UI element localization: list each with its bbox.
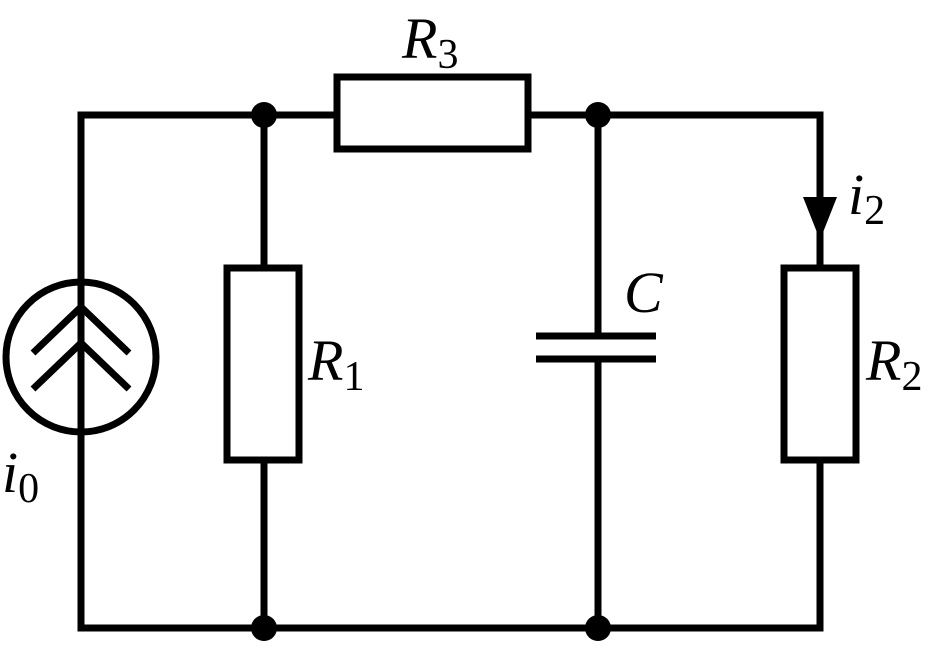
label-r3-subscript: 3 bbox=[437, 32, 458, 78]
label-r1: R1 bbox=[307, 328, 364, 400]
label-r2: R2 bbox=[865, 328, 922, 400]
label-i0: i0 bbox=[2, 440, 39, 512]
wires bbox=[77, 111, 824, 632]
current-source-chevron-upper bbox=[30, 302, 132, 356]
label-r2-subscript: 2 bbox=[901, 354, 922, 400]
resistor-r2 bbox=[780, 264, 860, 464]
label-c: C bbox=[624, 260, 664, 325]
label-i2: i2 bbox=[848, 162, 885, 234]
resistor-r3 bbox=[333, 73, 532, 153]
label-r2-symbol: R bbox=[865, 328, 901, 393]
junction-nodes bbox=[251, 102, 611, 641]
junction-node-top-left bbox=[251, 102, 277, 128]
bottom-wire bbox=[77, 432, 824, 632]
junction-node-bottom-left bbox=[251, 615, 277, 641]
label-i0-symbol: i bbox=[2, 440, 18, 505]
label-i0-subscript: 0 bbox=[18, 466, 39, 512]
label-r3: R3 bbox=[401, 6, 458, 78]
capacitor-c bbox=[536, 332, 656, 363]
current-source-chevron-lower bbox=[30, 338, 132, 392]
junction-node-top-right bbox=[585, 102, 611, 128]
current-source-i0 bbox=[2, 278, 160, 436]
top-wire-right bbox=[528, 111, 824, 268]
label-r3-symbol: R bbox=[401, 6, 437, 71]
junction-node-bottom-right bbox=[585, 615, 611, 641]
label-r1-subscript: 1 bbox=[343, 354, 364, 400]
label-i2-subscript: 2 bbox=[864, 188, 885, 234]
label-i2-symbol: i bbox=[848, 162, 864, 227]
label-r1-symbol: R bbox=[307, 328, 343, 393]
current-arrow-i2 bbox=[803, 197, 837, 240]
resistor-r1 bbox=[223, 264, 303, 464]
top-wire-left bbox=[77, 111, 337, 283]
label-c-symbol: C bbox=[624, 260, 664, 325]
